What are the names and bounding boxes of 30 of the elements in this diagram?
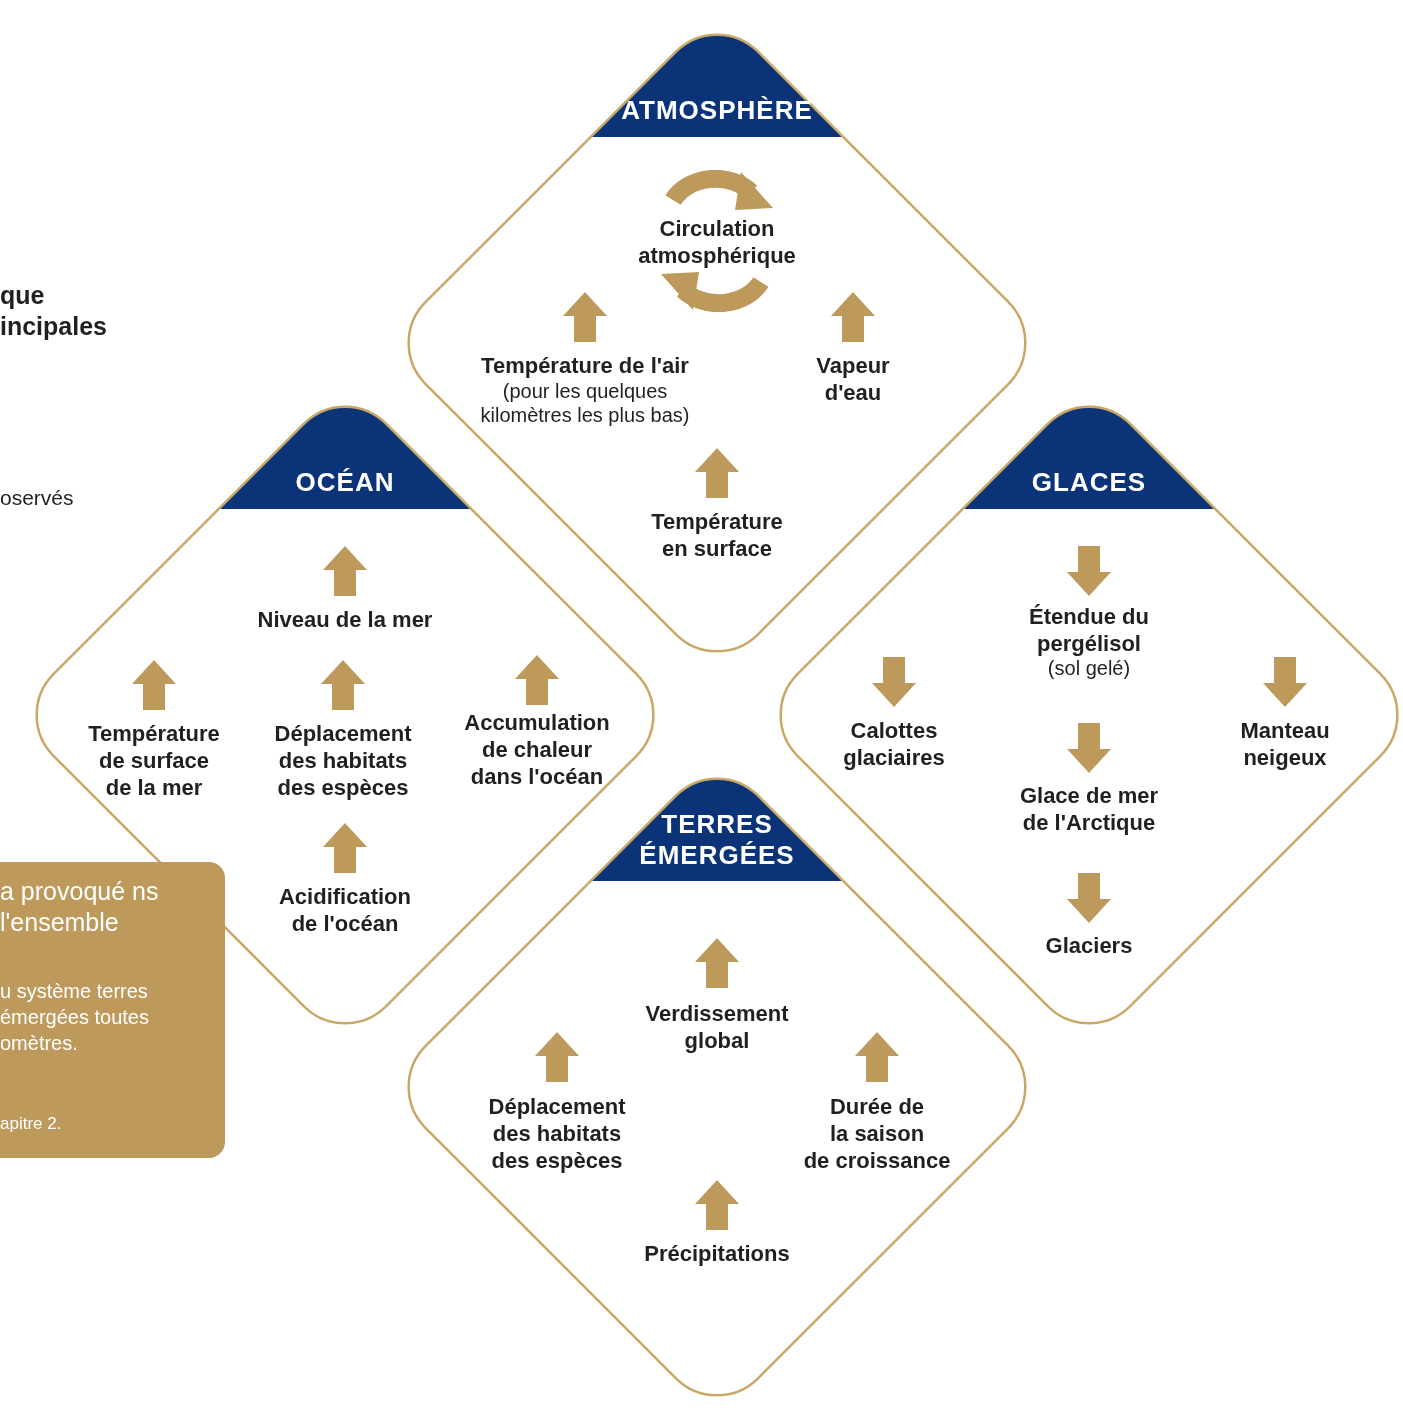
indicator-label: Glace de mer de l'Arctique [1018, 782, 1160, 836]
indicator-label: Durée de la saison de croissance [802, 1093, 952, 1174]
panel-heading: TERRES ÉMERGÉES [638, 809, 796, 871]
panel-heading: ATMOSPHÈRE [620, 95, 814, 126]
indicator-label: Température de l'air [480, 352, 690, 379]
indicator-label: Déplacement des habitats des espèces [487, 1093, 627, 1174]
indicator-label: Calottes glaciaires [842, 717, 946, 771]
panel-heading: GLACES [1030, 467, 1148, 498]
indicator-label: Acidification de l'océan [278, 883, 412, 937]
panel-heading: OCÉAN [294, 467, 396, 498]
indicator-label: Manteau neigeux [1239, 717, 1331, 771]
indicator-label: Glaciers [1044, 932, 1134, 959]
indicator-label: Température de surface de la mer [87, 720, 221, 801]
indicator-label: Accumulation de chaleur dans l'océan [463, 709, 611, 790]
indicator-label: Déplacement des habitats des espèces [273, 720, 413, 801]
item-note: (pour les quelques kilomètres les plus bas) [479, 379, 691, 427]
indicator-label: Niveau de la mer [256, 606, 434, 633]
card-text: u système terres émergées toutes omètres. [0, 979, 150, 1056]
card-heading: a provoqué ns l'ensemble [0, 876, 160, 938]
indicator-label: Verdissement global [644, 1000, 790, 1054]
side-heading: que incipales [0, 280, 108, 342]
indicator-label: Vapeur d'eau [815, 352, 891, 406]
info-card [0, 862, 225, 1158]
indicator-label: Température en surface [650, 508, 784, 562]
card-note: apitre 2. [0, 1114, 62, 1134]
indicator-label: Étendue du pergélisol [1028, 603, 1150, 657]
indicator-label: Circulation atmosphérique [637, 215, 797, 269]
indicator-label: Précipitations [643, 1240, 791, 1267]
item-note: (sol gelé) [1046, 656, 1132, 680]
side-text: oservés [0, 485, 75, 511]
